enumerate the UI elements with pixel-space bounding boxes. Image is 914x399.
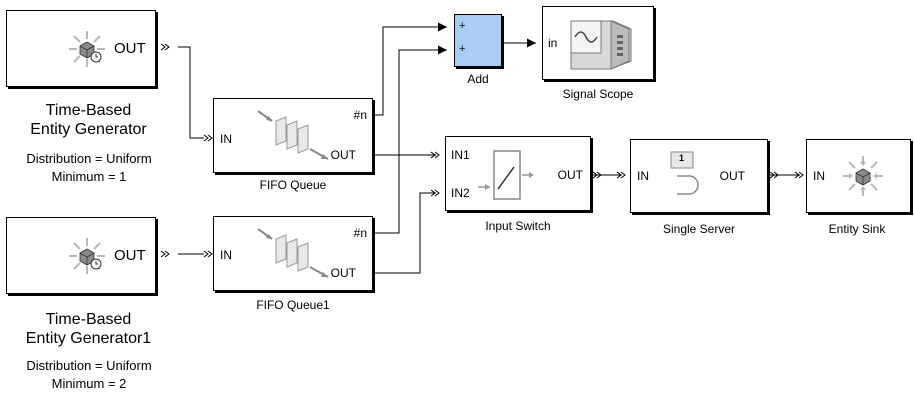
port-out-label: OUT <box>114 40 146 57</box>
queue-icon <box>257 228 329 278</box>
block-name-entity-sink[interactable]: Entity Sink <box>828 222 886 236</box>
connection-gen1-queue1[interactable] <box>178 46 204 139</box>
port-chevron-icon <box>794 171 804 179</box>
sum-sign-1: + <box>459 20 466 32</box>
port-out-label: OUT <box>330 148 356 162</box>
port-out-label: OUT <box>114 247 146 264</box>
block-name-add[interactable]: Add <box>467 72 489 86</box>
port-in2-label: IN2 <box>451 186 470 200</box>
entity-generator1-block[interactable]: OUT <box>6 217 156 294</box>
port-chevron-icon <box>430 151 440 159</box>
entity-generator-icon <box>69 238 105 274</box>
signal-scope-block[interactable]: in <box>542 6 654 80</box>
switch-icon <box>478 150 534 200</box>
server-capacity-label: 1 <box>679 153 685 163</box>
param-minimum: Minimum = 1 <box>51 169 127 184</box>
queue-icon <box>257 110 329 160</box>
param-distribution: Distribution = Uniform <box>26 358 152 373</box>
port-chevron-icon <box>160 43 170 51</box>
fifo-queue1-block[interactable]: IN #n OUT <box>213 216 373 291</box>
port-in1-label: IN1 <box>451 148 470 162</box>
block-name-line1: Time-Based <box>45 311 132 328</box>
port-in-label: IN <box>220 248 232 262</box>
entity-sink-block[interactable]: IN <box>806 139 911 213</box>
block-name-entity-generator[interactable]: Time-Based Entity Generator <box>6 101 171 139</box>
port-chevron-icon <box>769 171 779 179</box>
entity-generator-icon <box>69 31 105 67</box>
port-chevron-icon <box>160 250 170 258</box>
block-name-fifo-queue1[interactable]: FIFO Queue1 <box>256 298 330 312</box>
single-server-block[interactable]: IN OUT 1 <box>630 139 768 213</box>
signal-queue2-add[interactable] <box>373 45 447 234</box>
port-count-label: #n <box>353 108 367 122</box>
port-out-label: OUT <box>330 266 356 280</box>
block-params-entity-generator: Distribution = Uniform Minimum = 1 <box>0 150 178 186</box>
block-name-line2: Entity Generator1 <box>25 330 152 347</box>
block-name-signal-scope[interactable]: Signal Scope <box>562 87 634 101</box>
port-in-label: IN <box>637 169 649 183</box>
entity-sink-icon <box>843 156 883 196</box>
block-name-line2: Entity Generator <box>30 121 147 138</box>
port-in-label: in <box>548 36 558 50</box>
signal-queue1-add[interactable] <box>373 22 447 116</box>
port-chevron-icon <box>616 171 626 179</box>
port-chevron-icon <box>203 250 213 258</box>
port-chevron-icon <box>430 189 440 197</box>
block-name-single-server[interactable]: Single Server <box>662 222 736 236</box>
server-icon <box>670 151 699 195</box>
port-in-label: IN <box>220 132 232 146</box>
block-name-line1: Time-Based <box>45 102 132 119</box>
block-name-input-switch[interactable]: Input Switch <box>485 219 551 233</box>
sum-sign-2: + <box>459 43 466 55</box>
port-count-label: #n <box>353 226 367 240</box>
connection-queue2-switch[interactable] <box>375 192 436 274</box>
port-chevron-icon <box>592 171 602 179</box>
param-distribution: Distribution = Uniform <box>26 151 152 166</box>
scope-icon <box>570 20 632 70</box>
input-switch-block[interactable]: IN1 IN2 OUT <box>445 136 591 211</box>
fifo-queue-block[interactable]: IN #n OUT <box>213 98 373 173</box>
block-params-entity-generator1: Distribution = Uniform Minimum = 2 <box>0 357 178 393</box>
port-out-label: OUT <box>557 168 583 182</box>
param-minimum: Minimum = 2 <box>51 376 127 391</box>
block-name-entity-generator1[interactable]: Time-Based Entity Generator1 <box>6 310 171 348</box>
port-chevron-icon <box>203 134 213 142</box>
entity-generator-block[interactable]: OUT <box>6 10 156 87</box>
port-in-label: IN <box>813 169 825 183</box>
add-block[interactable]: + + <box>454 14 502 67</box>
port-out-label: OUT <box>719 169 745 183</box>
block-name-fifo-queue[interactable]: FIFO Queue <box>259 178 327 192</box>
